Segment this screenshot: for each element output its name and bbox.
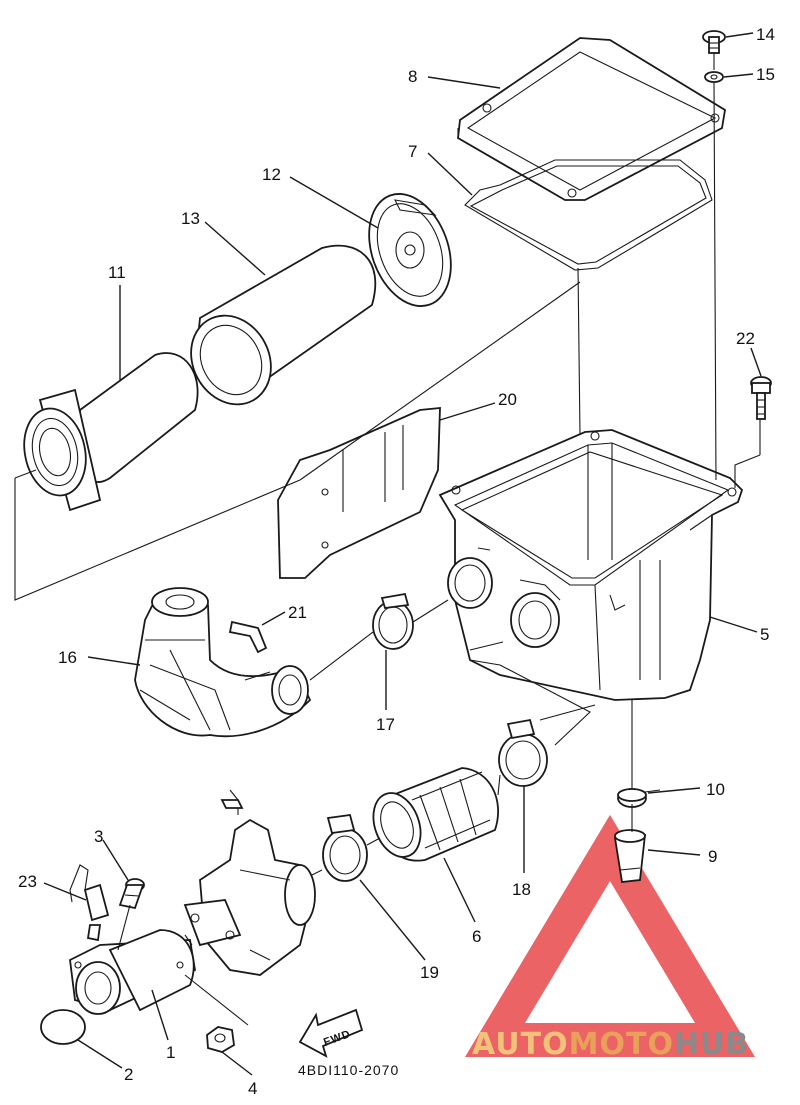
part-7-gasket: [464, 159, 713, 271]
part-10-drain-clamp: [617, 788, 661, 808]
part-21-breather-hose: [228, 620, 268, 654]
label-part-15: 15: [756, 65, 775, 84]
part-9-drain-cap: [613, 829, 647, 883]
label-part-17: 17: [376, 715, 395, 734]
label-part-3: 3: [94, 827, 103, 846]
carburetor: [183, 789, 316, 976]
part-23-bracket: [69, 864, 110, 942]
label-part-21: 21: [288, 603, 307, 622]
part-16-air-filter-joint: [134, 587, 312, 738]
label-part-14: 14: [756, 25, 775, 44]
part-15-washer: [704, 71, 724, 83]
watermark-logo: [465, 814, 755, 1057]
label-part-5: 5: [760, 625, 769, 644]
part-14-screw: [702, 30, 726, 54]
watermark-text: AUTOMOTOHUB: [472, 1027, 749, 1062]
watermark-suffix: HUB: [674, 1027, 749, 1062]
label-part-20: 20: [498, 390, 517, 409]
part-5-air-box-case: [438, 429, 744, 701]
part-1-intake-manifold: [69, 929, 196, 1015]
label-part-6: 6: [472, 927, 481, 946]
assembly-lines: [14, 53, 761, 1026]
part-19-clamp: [322, 814, 368, 882]
part-13-air-filter-element: [190, 244, 377, 406]
part-18-clamp: [498, 718, 548, 787]
part-8-air-box-cover: [457, 37, 726, 201]
label-part-19: 19: [420, 963, 439, 982]
part-4-nut: [206, 1026, 235, 1053]
label-part-10: 10: [706, 780, 725, 799]
label-part-1: 1: [166, 1043, 175, 1062]
part-22-bolt: [750, 376, 772, 420]
label-part-4: 4: [248, 1079, 257, 1098]
label-part-13: 13: [181, 209, 200, 228]
label-part-23: 23: [18, 872, 37, 891]
watermark-prefix: AUTO: [472, 1027, 569, 1062]
diagram-code: 4BDI110-2070: [298, 1062, 399, 1078]
label-part-18: 18: [512, 880, 531, 899]
label-part-7: 7: [408, 142, 417, 161]
part-number-labels: 14 15 8 7 12 13 11 22 20 5 21 16 17 10 9…: [18, 25, 775, 1098]
label-part-11: 11: [108, 263, 126, 282]
label-part-12: 12: [262, 165, 281, 184]
label-part-16: 16: [58, 648, 77, 667]
label-part-9: 9: [708, 847, 717, 866]
part-2-gasket: [40, 1009, 86, 1045]
label-part-2: 2: [124, 1065, 133, 1084]
part-12-element-cap: [368, 193, 452, 307]
leader-lines: [43, 32, 762, 1076]
part-3-bolt: [118, 878, 145, 910]
part-17-clamp: [372, 592, 414, 650]
fwd-arrow-icon: [298, 1008, 364, 1058]
label-part-22: 22: [736, 329, 755, 348]
part-11-air-filter-guide: [23, 352, 199, 512]
part-20-plate: [277, 407, 441, 579]
part-6-carburetor-joint: [372, 767, 499, 862]
label-part-8: 8: [408, 67, 417, 86]
watermark-middle: MOTO: [569, 1027, 674, 1062]
svg-text:AUTOMOTOHUB: AUTOMOTOHUB: [472, 1027, 749, 1062]
